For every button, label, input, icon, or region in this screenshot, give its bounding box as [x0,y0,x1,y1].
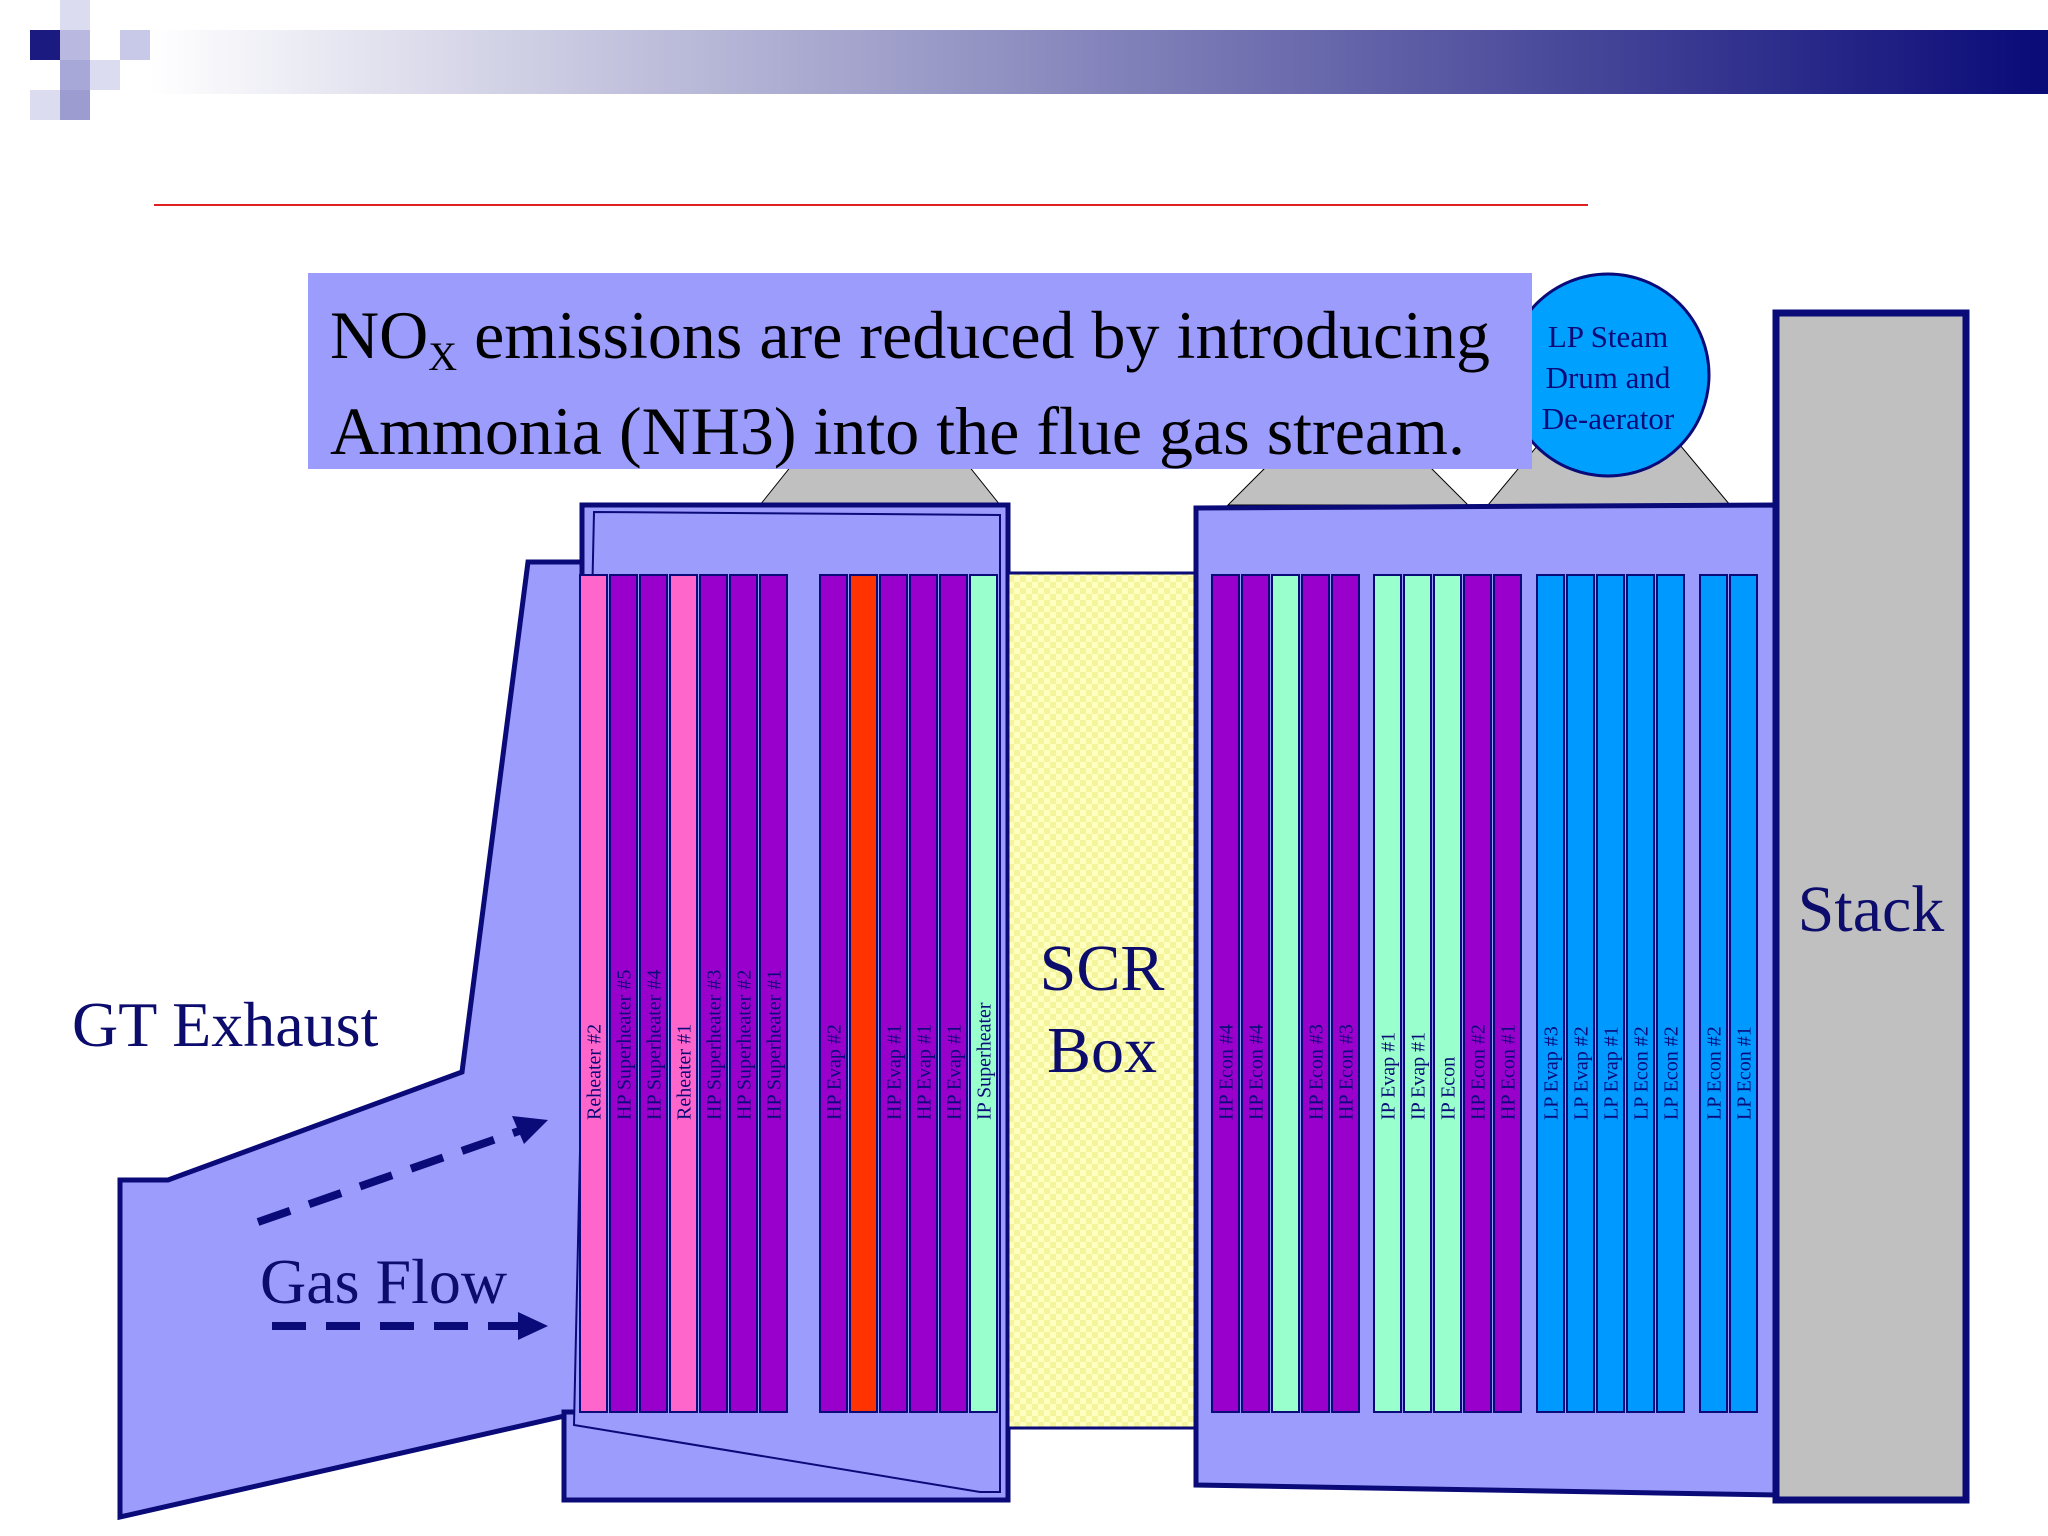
tube-label: Reheater #1 [674,1024,696,1120]
header-square [120,30,150,60]
tube-right-2 [1271,574,1300,1413]
tube-label: HP Superheater #3 [704,970,726,1120]
tube-right-0 [1211,574,1240,1413]
drum-label-line: Drum and [1545,360,1671,395]
gas-flow-arrow-diagonal [256,1126,524,1226]
arrowhead [512,1116,548,1144]
tube-right-15 [1699,574,1728,1413]
scr-label: SCR Box [1008,928,1196,1092]
tube-label: LP Econ #2 [1631,1026,1653,1120]
callout-line-1: NOX emissions are reduced by introducing [330,287,1510,383]
tube-right-1 [1241,574,1270,1413]
tube-right-8 [1463,574,1492,1413]
tube-label: LP Econ #2 [1704,1026,1726,1120]
tube-label: HP Evap #1 [914,1024,936,1120]
scr-box [1006,571,1198,1430]
tube-label: LP Econ #1 [1734,1026,1756,1120]
gt-exhaust-label: GT Exhaust [72,989,379,1060]
drum-label: LP Steam Drum and De-aerator [1508,316,1708,439]
scr-label-line: Box [1046,1014,1158,1087]
tube-right-3 [1301,574,1330,1413]
header-square [60,30,90,60]
tube-label: HP Superheater #1 [764,970,786,1120]
tube-label: HP Econ #4 [1246,1024,1268,1120]
tube-right-4 [1331,574,1360,1413]
tube-label: IP Evap #1 [1378,1032,1400,1120]
callout-subscript: X [428,334,458,379]
tube-right-13 [1626,574,1655,1413]
tube-label: HP Evap #2 [824,1024,846,1120]
header-square [60,60,90,90]
header-square [90,60,120,90]
tube-bank-right: HP Econ #4 HP Econ #4 HP Econ #3 HP Econ #3… [1211,574,1758,1413]
tube-left-2 [639,574,668,1413]
tube-right-6 [1403,574,1432,1413]
tube-label: LP Evap #3 [1541,1026,1563,1120]
stack [1772,309,1970,1504]
tube-label: HP Econ #3 [1306,1024,1328,1120]
tube-left-3 [669,574,698,1413]
tube-left-9 [879,574,908,1413]
tube-label: HP Evap #1 [944,1024,966,1120]
tube-label: HP Superheater #4 [644,970,666,1120]
tube-right-5 [1373,574,1402,1413]
tube-left-8 [849,574,878,1413]
tube-bank-left: Reheater #2 HP Superheater #5 HP Superheat… [579,574,998,1413]
tube-left-1 [609,574,638,1413]
tube-right-11 [1566,574,1595,1413]
tube-label: IP Econ [1438,1057,1460,1120]
tube-right-14 [1656,574,1685,1413]
scr-label-line: SCR [1039,932,1165,1005]
tube-label: HP Superheater #5 [614,970,636,1120]
tube-label: HP Econ #2 [1468,1024,1490,1120]
header-square [60,90,90,120]
tube-right-10 [1536,574,1565,1413]
header-gradient-bar [150,30,2048,94]
tube-label: HP Superheater #2 [734,970,756,1120]
slide-header-decoration [30,0,2048,206]
tube-label: Reheater #2 [584,1024,606,1120]
drum-label-line: De-aerator [1541,401,1675,436]
tube-label: LP Evap #1 [1601,1026,1623,1120]
arrowhead [518,1312,548,1340]
header-square [30,90,60,120]
callout-box: NOX emissions are reduced by introducing… [308,273,1532,469]
tube-label: HP Econ #1 [1498,1024,1520,1120]
tube-left-0 [579,574,608,1413]
tube-right-12 [1596,574,1625,1413]
drum-label-line: LP Steam [1547,319,1669,354]
header-square [60,0,90,30]
tube-right-9 [1493,574,1522,1413]
header-square [30,30,60,60]
tube-left-7 [819,574,848,1413]
tube-left-11 [939,574,968,1413]
tube-label: IP Superheater [974,1002,996,1120]
callout-text: NO [330,297,429,373]
gt-exhaust-duct [117,559,585,1521]
tube-label: HP Econ #4 [1216,1024,1238,1120]
tube-left-4 [699,574,728,1413]
tube-right-16 [1729,574,1758,1413]
tube-label: HP Econ #3 [1336,1024,1358,1120]
stack-label: Stack [1797,873,1945,946]
gas-flow-label: Gas Flow [260,1246,508,1317]
tube-label: IP Evap #1 [1408,1032,1430,1120]
tube-left-10 [909,574,938,1413]
tube-left-12 [969,574,998,1413]
tube-label: LP Econ #2 [1661,1026,1683,1120]
tube-label: LP Evap #2 [1571,1026,1593,1120]
callout-text: emissions are reduced by introducing [457,297,1491,373]
callout-line-2: Ammonia (NH3) into the flue gas stream. [330,393,1465,469]
tube-right-7 [1433,574,1462,1413]
tube-left-5 [729,574,758,1413]
tube-left-6 [759,574,788,1413]
tube-label: HP Evap #1 [884,1024,906,1120]
